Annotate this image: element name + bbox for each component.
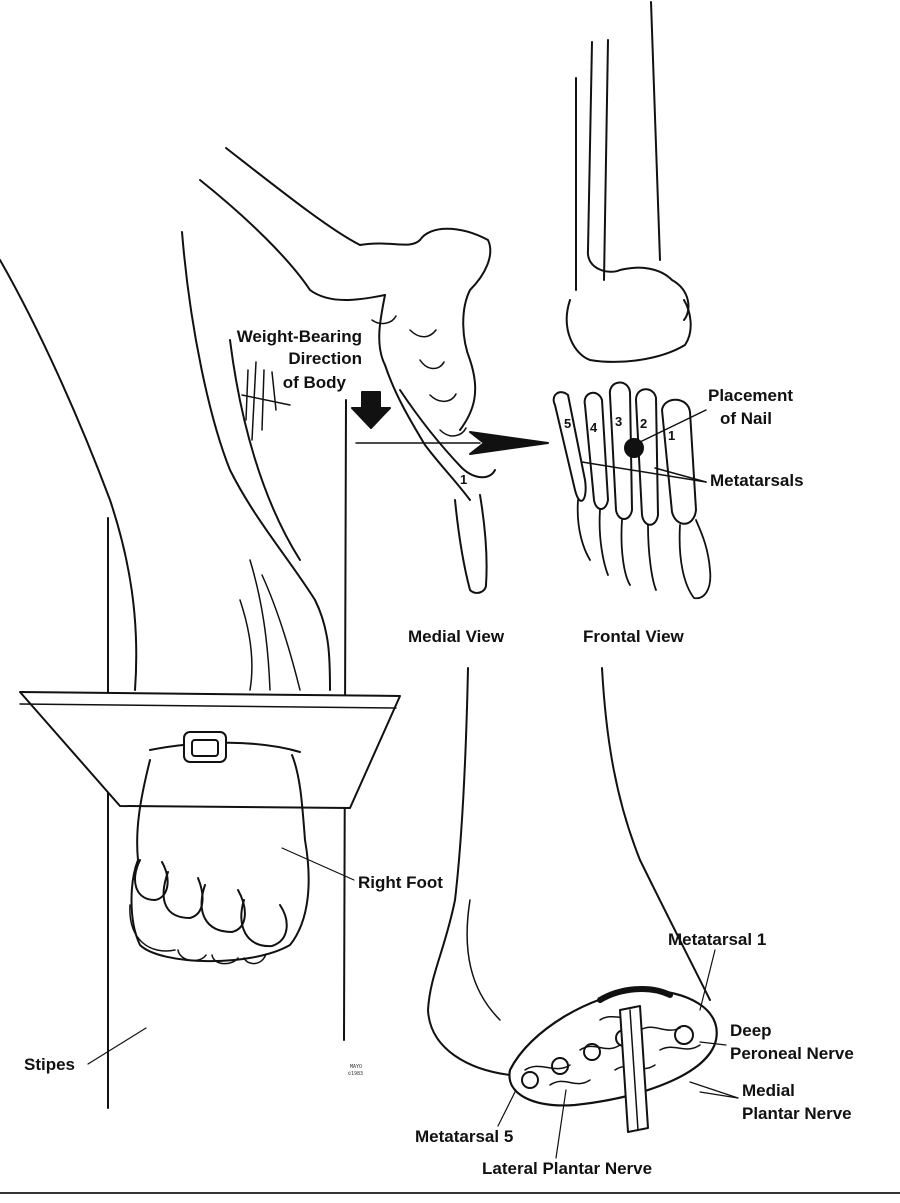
toe-2 xyxy=(162,871,204,919)
label-direction: Direction xyxy=(288,349,362,368)
label-medial-view: Medial View xyxy=(408,627,505,646)
nail-head-inner xyxy=(191,739,219,757)
label-right-foot: Right Foot xyxy=(358,873,443,892)
section-bone-1 xyxy=(674,1025,694,1045)
leader-metatarsal-5 xyxy=(497,1089,517,1127)
label-peroneal-nerve: Peroneal Nerve xyxy=(730,1044,854,1063)
mayo-stamp-line-1: MAYO xyxy=(350,1064,363,1070)
ankle-joint-frontal xyxy=(586,249,690,321)
medial-view-skeleton: 1 xyxy=(199,147,549,594)
metatarsals-leader-1 xyxy=(581,461,707,483)
label-weight-bearing: Weight-Bearing xyxy=(236,327,362,346)
nail-head xyxy=(183,731,227,763)
frontal-bone-number-2: 2 xyxy=(640,416,647,431)
metatarsals-leader-2 xyxy=(654,467,707,483)
leader-medial-plantar-2 xyxy=(699,1091,739,1099)
section-bone-4 xyxy=(551,1057,569,1075)
leader-medial-plantar-1 xyxy=(689,1081,739,1099)
label-lateral-plantar-nerve: Lateral Plantar Nerve xyxy=(482,1159,653,1178)
label-placement: Placement xyxy=(708,386,794,405)
section-bone-3 xyxy=(583,1043,601,1061)
placement-leader xyxy=(639,409,707,443)
phalanges-medial xyxy=(454,494,488,594)
label-metatarsals: Metatarsals xyxy=(710,471,804,490)
bone-detail xyxy=(371,315,467,437)
mayo-stamp-line-2: ©1983 xyxy=(348,1071,364,1077)
leader-right-foot xyxy=(281,847,355,881)
tendon-lines xyxy=(239,559,301,691)
toe-phalanges-frontal xyxy=(576,499,712,600)
leader-lateral-plantar xyxy=(555,1089,567,1159)
tarsal-bones-frontal xyxy=(565,299,692,363)
weight-bearing-arrow xyxy=(351,391,391,429)
label-deep: Deep xyxy=(730,1021,772,1040)
leg-back-outline xyxy=(427,667,511,1076)
nail-shaft-stripe xyxy=(629,1009,639,1131)
toe-3 xyxy=(200,884,246,933)
frontal-bone-number-4: 4 xyxy=(590,420,598,435)
metatarsal-3 xyxy=(608,381,633,520)
label-frontal-view: Frontal View xyxy=(583,627,684,646)
leader-stipes xyxy=(87,1027,147,1065)
metatarsal-1-medial xyxy=(399,389,496,479)
shin-front-outline xyxy=(181,231,331,691)
ankle-strap xyxy=(149,741,301,753)
right-foot-outline xyxy=(130,754,310,963)
toe-4 xyxy=(240,899,288,948)
bottom-border-line xyxy=(0,1192,900,1194)
metatarsal-4 xyxy=(583,391,609,510)
label-metatarsal-1: Metatarsal 1 xyxy=(668,930,767,949)
cross-section-figure xyxy=(427,667,739,1159)
leader-deep-peroneal xyxy=(699,1041,727,1046)
tibia-line-2 xyxy=(650,1,661,261)
section-bone-5 xyxy=(521,1071,539,1089)
label-plantar-nerve: Plantar Nerve xyxy=(742,1104,852,1123)
metatarsal-1 xyxy=(661,398,697,525)
talus-calcaneus xyxy=(359,227,492,431)
leader-metatarsal-1 xyxy=(699,949,716,1011)
nail-placement-dot xyxy=(624,438,644,458)
label-metatarsal-5: Metatarsal 5 xyxy=(415,1127,514,1146)
shin-inner-line xyxy=(229,339,301,561)
calf-back-outline xyxy=(0,259,138,691)
frontal-bone-number-1: 1 xyxy=(668,428,675,443)
label-of-body: of Body xyxy=(282,373,346,392)
frontal-bone-number-3: 3 xyxy=(615,414,622,429)
midfoot-bones xyxy=(378,294,471,501)
heel-inner-line xyxy=(466,899,501,1021)
foot-rest-board-edge xyxy=(19,703,397,709)
frontal-bone-number-5: 5 xyxy=(564,416,571,431)
blood-marks xyxy=(241,361,291,441)
metatarsal-5 xyxy=(552,391,587,502)
frontal-view-skeleton: 5 4 3 2 1 xyxy=(552,1,712,600)
leg-front-outline xyxy=(601,667,711,1001)
tibia-line-1 xyxy=(603,39,609,281)
dorsal-dark-region xyxy=(597,986,673,1003)
tibia-medial xyxy=(199,147,386,301)
metatarsal-2 xyxy=(635,388,659,526)
left-leg-figure xyxy=(0,231,401,1109)
toe-tips xyxy=(129,904,267,965)
label-medial: Medial xyxy=(742,1081,795,1100)
label-of-nail: of Nail xyxy=(720,409,772,428)
label-stipes: Stipes xyxy=(24,1055,76,1074)
fibula-line-2 xyxy=(587,41,593,251)
medial-bone-number-1: 1 xyxy=(460,472,467,487)
direction-arrow xyxy=(469,431,549,455)
